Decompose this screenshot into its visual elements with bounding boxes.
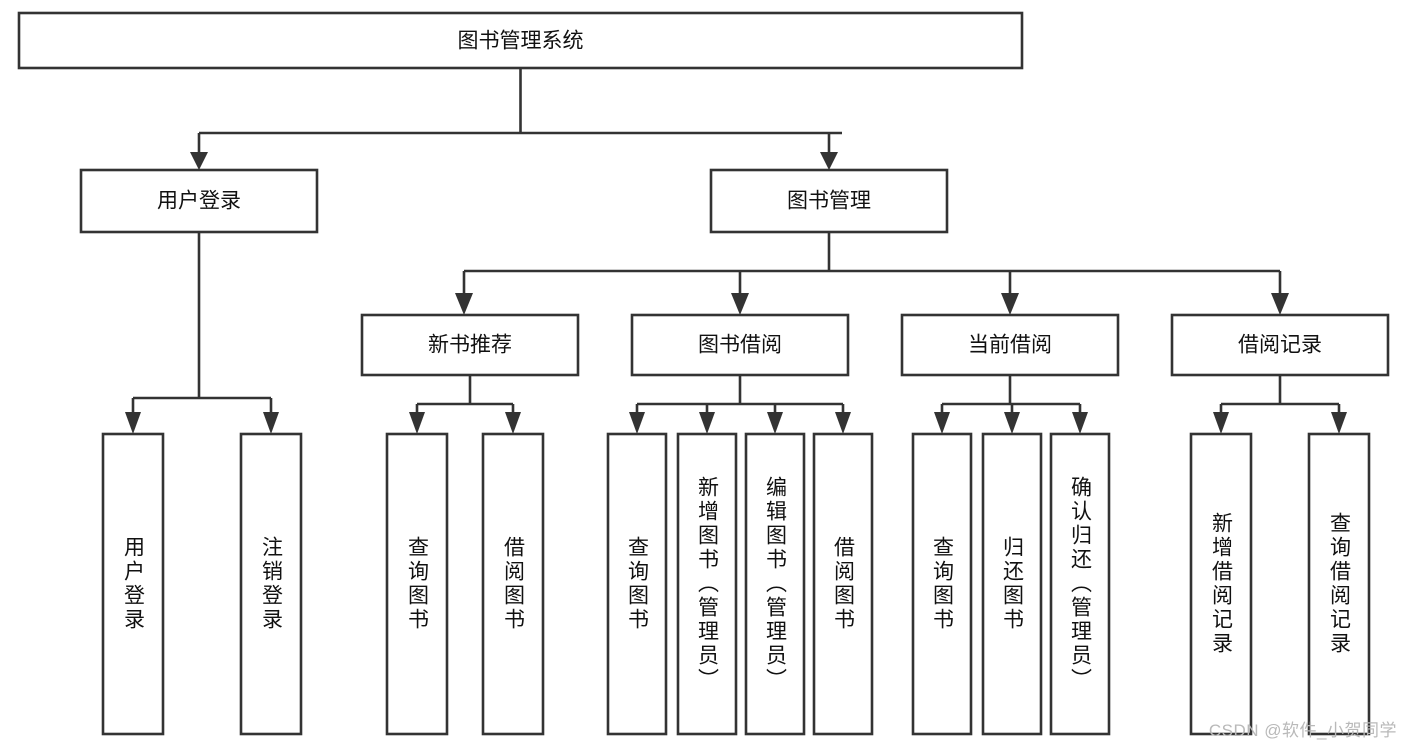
node-book-manage-rect[interactable] <box>709 168 949 234</box>
leaf-query-book-3[interactable]: 查询图书 <box>911 432 973 736</box>
leaf-add-book-rect[interactable] <box>676 432 738 736</box>
arrowhead-user-login <box>190 152 208 170</box>
leaf-return-book[interactable]: 归还图书 <box>981 432 1043 736</box>
leaf-user-login-rect[interactable] <box>101 432 165 736</box>
node-book-borrow[interactable]: 图书借阅 <box>630 313 850 377</box>
leaf-return-book-label: 归还图书 <box>1001 536 1025 632</box>
arrowhead-leaf-confirm-return <box>1072 412 1088 434</box>
arrowhead-leaf-query-record <box>1331 412 1347 434</box>
node-new-book-rec[interactable]: 新书推荐 <box>360 313 580 377</box>
leaf-query-book-3-rect[interactable] <box>911 432 973 736</box>
node-borrow-record-label: 借阅记录 <box>1238 334 1322 357</box>
connectors-book-borrow-to-leaves <box>629 375 851 434</box>
leaf-add-record[interactable]: 新增借阅记录 <box>1189 432 1253 736</box>
leaf-borrow-book-2-rect[interactable] <box>812 432 874 736</box>
node-book-borrow-label: 图书借阅 <box>698 334 782 357</box>
node-current-borrow-rect[interactable] <box>900 313 1120 377</box>
leaf-confirm-return-rect[interactable] <box>1049 432 1111 736</box>
connectors-user-login-to-leaves <box>125 232 279 434</box>
node-borrow-record[interactable]: 借阅记录 <box>1170 313 1390 377</box>
leaf-add-record-label: 新增借阅记录 <box>1210 512 1234 656</box>
leaf-logout[interactable]: 注销登录 <box>239 432 303 736</box>
leaf-confirm-return-label: 确认归还（管理员） <box>1069 476 1093 692</box>
arrowhead-leaf-borrow-book-2 <box>835 412 851 434</box>
node-user-login-rect[interactable] <box>79 168 319 234</box>
arrowhead-book-manage <box>820 152 838 170</box>
node-borrow-record-rect[interactable] <box>1170 313 1390 377</box>
arrowhead-leaf-borrow-book-1 <box>505 412 521 434</box>
node-current-borrow[interactable]: 当前借阅 <box>900 313 1120 377</box>
leaf-borrow-book-1-label: 借阅图书 <box>502 536 526 632</box>
arrowhead-book-borrow <box>731 293 749 315</box>
node-book-manage[interactable]: 图书管理 <box>709 168 949 234</box>
leaf-edit-book-rect[interactable] <box>744 432 806 736</box>
leaf-query-book-1-rect[interactable] <box>385 432 449 736</box>
arrowhead-leaf-user-login <box>125 412 141 434</box>
arrowhead-leaf-add-record <box>1213 412 1229 434</box>
arrowhead-leaf-query-book-3 <box>934 412 950 434</box>
leaf-user-login-label: 用户登录 <box>122 536 146 632</box>
leaf-query-record-rect[interactable] <box>1307 432 1371 736</box>
node-new-book-rec-label: 新书推荐 <box>428 334 512 357</box>
arrowhead-leaf-query-book-1 <box>409 412 425 434</box>
leaf-query-book-3-label: 查询图书 <box>931 536 955 632</box>
node-new-book-rec-rect[interactable] <box>360 313 580 377</box>
connectors-root-to-level2 <box>190 68 842 170</box>
leaf-borrow-book-2[interactable]: 借阅图书 <box>812 432 874 736</box>
arrowhead-leaf-query-book-2 <box>629 412 645 434</box>
arrowhead-leaf-add-book <box>699 412 715 434</box>
leaf-add-book-label: 新增图书（管理员） <box>696 476 720 692</box>
arrowhead-new-book-rec <box>455 293 473 315</box>
node-book-borrow-rect[interactable] <box>630 313 850 377</box>
connectors-book-manage-to-level3 <box>455 232 1289 315</box>
leaf-edit-book[interactable]: 编辑图书（管理员） <box>744 432 806 736</box>
leaf-query-book-2-label: 查询图书 <box>626 536 650 632</box>
leaf-query-record-label: 查询借阅记录 <box>1328 512 1352 656</box>
leaf-add-book[interactable]: 新增图书（管理员） <box>676 432 738 736</box>
leaf-user-login[interactable]: 用户登录 <box>101 432 165 736</box>
leaf-query-book-1[interactable]: 查询图书 <box>385 432 449 736</box>
arrowhead-leaf-edit-book <box>767 412 783 434</box>
leaf-query-book-2-rect[interactable] <box>606 432 668 736</box>
node-root-rect[interactable] <box>17 11 1024 70</box>
node-current-borrow-label: 当前借阅 <box>968 334 1052 357</box>
arrowhead-borrow-record <box>1271 293 1289 315</box>
node-user-login[interactable]: 用户登录 <box>79 168 319 234</box>
leaf-return-book-rect[interactable] <box>981 432 1043 736</box>
leaf-query-book-1-label: 查询图书 <box>406 536 430 632</box>
leaf-add-record-rect[interactable] <box>1189 432 1253 736</box>
connectors-current-borrow-to-leaves <box>934 375 1088 434</box>
arrowhead-current-borrow <box>1001 293 1019 315</box>
leaf-borrow-book-1-rect[interactable] <box>481 432 545 736</box>
node-root-label: 图书管理系统 <box>458 30 584 53</box>
leaf-confirm-return[interactable]: 确认归还（管理员） <box>1049 432 1111 736</box>
connectors-borrow-record-to-leaves <box>1213 375 1347 434</box>
node-book-manage-label: 图书管理 <box>787 190 871 213</box>
leaf-borrow-book-1[interactable]: 借阅图书 <box>481 432 545 736</box>
leaf-borrow-book-2-label: 借阅图书 <box>832 536 856 632</box>
arrowhead-leaf-return-book <box>1004 412 1020 434</box>
leaf-logout-label: 注销登录 <box>260 536 284 632</box>
leaf-query-book-2[interactable]: 查询图书 <box>606 432 668 736</box>
leaf-logout-rect[interactable] <box>239 432 303 736</box>
arrowhead-leaf-logout <box>263 412 279 434</box>
leaf-edit-book-label: 编辑图书（管理员） <box>764 476 788 692</box>
node-root[interactable]: 图书管理系统 <box>17 11 1024 70</box>
leaf-query-record[interactable]: 查询借阅记录 <box>1307 432 1371 736</box>
connectors-new-book-rec-to-leaves <box>409 375 521 434</box>
node-user-login-label: 用户登录 <box>157 190 241 213</box>
